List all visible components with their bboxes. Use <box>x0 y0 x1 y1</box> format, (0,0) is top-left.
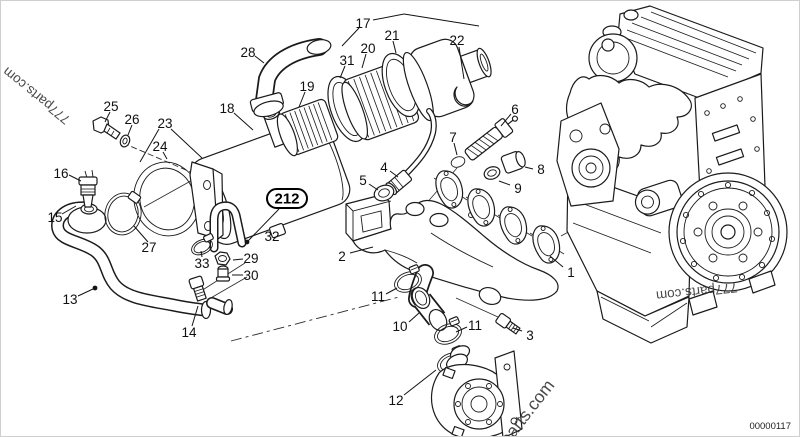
watermark-text: 777parts.com <box>1 64 73 127</box>
leader-dot <box>244 239 250 245</box>
filter-end-cover <box>402 38 492 122</box>
leader-line <box>361 53 367 69</box>
engine-illustration <box>556 5 788 344</box>
callout-label: 12 <box>388 393 403 408</box>
leader-line <box>455 326 468 333</box>
leader-line <box>133 225 149 243</box>
callout-label: 28 <box>240 45 255 60</box>
callout-label: 17 <box>355 16 370 31</box>
callout-label: 26 <box>124 112 139 127</box>
callout-label: 7 <box>449 130 457 145</box>
leader-line <box>372 13 405 21</box>
leader-line <box>191 305 199 327</box>
callout-label: 23 <box>157 116 172 131</box>
callout-label: 4 <box>380 160 388 175</box>
leader-line <box>341 27 360 47</box>
intake-manifold-assembly <box>345 108 559 378</box>
callout-label: 30 <box>243 268 258 283</box>
callout-label: 21 <box>384 28 399 43</box>
doc-number: 00000117 <box>749 421 791 432</box>
leader-line <box>139 128 160 163</box>
leader-line <box>127 124 133 136</box>
ref-label: 212 <box>274 191 299 208</box>
callout-label: 29 <box>243 251 258 266</box>
callout-label: 2 <box>338 249 346 264</box>
callout-label: 14 <box>181 325 197 340</box>
leader-line <box>498 180 511 186</box>
callout-label: 11 <box>468 318 482 333</box>
callout-label: 18 <box>219 101 234 116</box>
callout-label: 8 <box>537 162 545 177</box>
callout-label: 33 <box>194 256 209 271</box>
leader-line <box>254 55 265 64</box>
callout-label: 19 <box>299 79 314 94</box>
flywheel-bolt-holes <box>679 181 776 282</box>
blower-pump <box>430 345 523 436</box>
callout-label: 3 <box>526 328 534 343</box>
leader-line <box>408 312 420 323</box>
leader-line <box>385 287 398 295</box>
callout-label: 5 <box>359 173 367 188</box>
hose-assembly <box>51 169 247 320</box>
leader-dot <box>92 285 98 291</box>
leader-line <box>77 288 94 297</box>
leader-line <box>339 65 346 79</box>
leader-line <box>104 111 111 123</box>
leader-line <box>512 327 523 332</box>
ref-box: 212 <box>266 188 308 209</box>
leader-line <box>162 151 168 160</box>
callout-label: 31 <box>339 53 354 68</box>
leader-line <box>389 170 399 178</box>
filter-element-small <box>276 98 339 157</box>
leader-line <box>349 246 374 254</box>
callout-label: 16 <box>53 166 68 181</box>
leader-line <box>549 255 564 268</box>
callout-label: 13 <box>62 292 77 307</box>
leader-line <box>246 208 280 243</box>
leader-line <box>68 174 82 182</box>
leader-line <box>298 91 306 108</box>
mounting-bracket-assembly <box>92 116 224 240</box>
leader-line <box>170 128 203 159</box>
callout-label: 1 <box>567 265 575 280</box>
leader-line <box>403 369 437 396</box>
leader-line <box>233 112 254 131</box>
leader-line <box>200 250 203 258</box>
callout-label: 6 <box>511 102 519 117</box>
leader-line <box>458 46 465 80</box>
leader-line <box>403 13 480 27</box>
leader-line <box>61 205 77 215</box>
callout-label: 22 <box>449 33 464 48</box>
callout-label: 20 <box>360 41 375 56</box>
leader-line <box>232 258 244 261</box>
leader-line <box>392 40 397 54</box>
callout-label: 24 <box>152 139 168 154</box>
leader-line <box>368 183 379 191</box>
leader-line <box>453 142 458 156</box>
leader-line <box>524 166 534 170</box>
callout-label: 25 <box>103 99 118 114</box>
callout-label: 11 <box>371 289 385 304</box>
callout-label: 27 <box>141 240 156 255</box>
callout-label: 9 <box>514 181 522 196</box>
callout-label: 32 <box>264 229 279 244</box>
leader-line <box>500 113 512 127</box>
callout-label: 10 <box>392 319 407 334</box>
callout-label: 15 <box>47 210 62 225</box>
